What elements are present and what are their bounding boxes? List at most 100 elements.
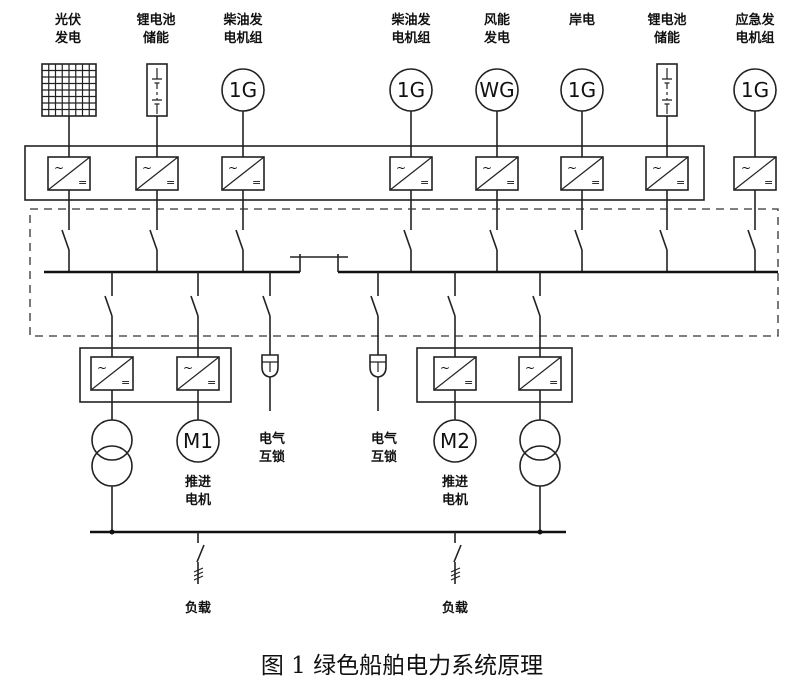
interlock-plug-left-icon (261, 354, 279, 411)
load-busbar (90, 529, 566, 535)
diesel-generator-left-symbol: 1G (229, 78, 257, 102)
label-battery-left-line2: 储能 (142, 30, 169, 46)
diesel-generator-right-symbol: 1G (397, 78, 425, 102)
breaker-interlock-left (262, 295, 271, 330)
converter-to-switch-lines (68, 190, 756, 230)
label-battery-left: 锂电池 储能 (136, 12, 175, 46)
label-diesel-left: 柴油发 电机组 (222, 12, 263, 46)
converter-motor-1: ~= (176, 356, 220, 391)
converter-group-right (416, 347, 573, 403)
svg-text:~: ~ (54, 161, 64, 175)
svg-text:=: = (591, 176, 600, 189)
breaker-emergency (747, 229, 756, 272)
converter-shore: ~= (560, 156, 604, 191)
propulsion-motor-1-icon: M1 (176, 419, 220, 463)
shore-power-icon: 1G (560, 68, 604, 112)
svg-text:=: = (121, 376, 130, 389)
svg-text:=: = (464, 376, 473, 389)
switchboard-dashed-border (29, 208, 779, 337)
pv-panel-icon (41, 63, 97, 117)
label-load-left: 负载 (185, 600, 211, 616)
svg-text:~: ~ (440, 361, 450, 375)
svg-text:~: ~ (228, 161, 238, 175)
emergency-generator-symbol: 1G (741, 78, 769, 102)
label-emergency: 应急发 电机组 (735, 12, 775, 46)
breaker-pv (61, 229, 70, 272)
wind-generator-icon: WG (475, 68, 519, 112)
label-diesel-right-line1: 柴油发 (390, 12, 431, 28)
load-right-branch (450, 532, 462, 584)
converter-transformer-left: ~= (90, 356, 134, 391)
label-battery-right: 锂电池 储能 (647, 12, 686, 46)
label-wind-line2: 发电 (483, 30, 510, 46)
label-battery-left-line1: 锂电池 (136, 12, 175, 28)
main-busbar (44, 254, 778, 274)
source-connectors (68, 111, 756, 157)
label-shore-line1: 岸电 (569, 12, 595, 28)
converter-pv: ~= (47, 156, 91, 191)
shore-power-symbol: 1G (568, 78, 596, 102)
label-motor-2: 推进 电机 (442, 474, 468, 508)
svg-text:~: ~ (142, 161, 152, 175)
label-load-right: 负载 (442, 600, 468, 616)
converter-diesel-left: ~= (221, 156, 265, 191)
svg-text:~: ~ (567, 161, 577, 175)
svg-text:=: = (78, 176, 87, 189)
converter-emergency-box: ~ = (733, 156, 777, 191)
label-interlock-left: 电气 互锁 (259, 431, 285, 465)
label-pv-line2: 发电 (54, 30, 81, 46)
diesel-generator-right-icon: 1G (389, 68, 433, 112)
breaker-diesel-left (235, 229, 244, 272)
label-interlock-right-line1: 电气 (371, 431, 397, 447)
breaker-diesel-right (403, 229, 412, 272)
svg-text:~: ~ (652, 161, 662, 175)
propulsion-motor-2-icon: M2 (433, 419, 477, 463)
label-wind: 风能 发电 (483, 12, 510, 46)
breaker-battery-right (659, 229, 668, 272)
diesel-generator-left-icon: 1G (221, 68, 265, 112)
wind-generator-symbol: WG (479, 78, 514, 102)
breaker-shore (574, 229, 583, 272)
svg-text:=: = (676, 176, 685, 189)
lower-connect-lines (111, 330, 541, 420)
label-motor-1-line1: 推进 (185, 474, 211, 490)
top-switches (61, 229, 756, 272)
interlock-plug-right-icon (369, 354, 387, 411)
label-diesel-right: 柴油发 电机组 (390, 12, 431, 46)
battery-right-icon (656, 63, 678, 117)
svg-text:=: = (506, 176, 515, 189)
converter-diesel-right: ~= (389, 156, 433, 191)
label-pv-line1: 光伏 (54, 12, 81, 28)
label-motor-1: 推进 电机 (185, 474, 211, 508)
svg-text:=: = (166, 176, 175, 189)
label-pv: 光伏 发电 (54, 12, 81, 46)
motor-1-symbol: M1 (183, 429, 213, 453)
breaker-motor-2 (447, 295, 456, 330)
label-interlock-left-line1: 电气 (259, 431, 285, 447)
label-motor-2-line1: 推进 (442, 474, 468, 490)
lower-converters: ~=~=~=~= (90, 356, 562, 391)
label-motor-1-line2: 电机 (185, 492, 211, 508)
breaker-motor-1 (190, 295, 199, 330)
converter-group-top (24, 145, 705, 201)
label-interlock-left-line2: 互锁 (259, 449, 285, 465)
svg-text:~: ~ (741, 161, 751, 175)
converter-group-left (79, 347, 232, 403)
breaker-wind (489, 229, 498, 272)
svg-text:=: = (420, 176, 429, 189)
label-battery-right-line1: 锂电池 (647, 12, 686, 28)
label-interlock-right: 电气 互锁 (371, 431, 397, 465)
transformer-left-icon (91, 419, 133, 532)
converter-battery-right: ~= (645, 156, 689, 191)
svg-text:~: ~ (396, 161, 406, 175)
label-diesel-right-line2: 电机组 (391, 30, 430, 46)
converter-motor-2: ~= (433, 356, 477, 391)
label-motor-2-line2: 电机 (442, 492, 468, 508)
breaker-transformer-right (532, 295, 541, 330)
label-shore: 岸电 (569, 12, 595, 28)
label-diesel-left-line2: 电机组 (223, 30, 262, 46)
svg-text:=: = (549, 376, 558, 389)
breaker-interlock-right (370, 295, 379, 330)
svg-text:~: ~ (482, 161, 492, 175)
